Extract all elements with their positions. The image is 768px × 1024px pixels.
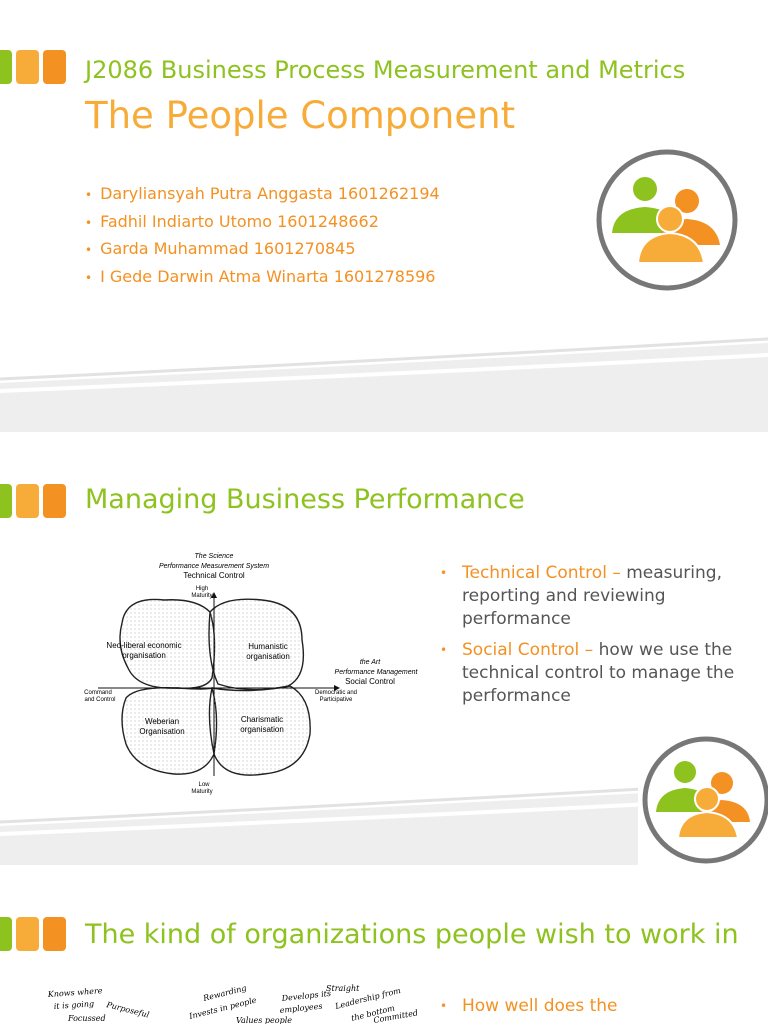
svg-text:Social Control: Social Control	[345, 677, 395, 686]
svg-text:Weberian: Weberian	[145, 717, 179, 726]
course-title: J2086 Business Process Measurement and M…	[85, 56, 686, 84]
svg-text:Straight: Straight	[326, 984, 360, 993]
slide-3-accent-squares	[0, 917, 66, 951]
svg-text:Neo-liberal economic: Neo-liberal economic	[106, 641, 181, 650]
svg-text:employees: employees	[279, 1002, 323, 1015]
slide-3: The kind of organizations people wish to…	[0, 897, 768, 1024]
svg-text:Participative: Participative	[320, 697, 353, 703]
orange-square	[43, 484, 66, 518]
svg-text:High: High	[196, 586, 208, 592]
green-square	[0, 50, 12, 84]
slide-gap	[0, 432, 768, 464]
diagram-pms-label: Performance Measurement System	[159, 563, 269, 570]
svg-text:Values people: Values people	[236, 1016, 292, 1024]
svg-text:and Control: and Control	[84, 697, 115, 703]
svg-text:Performance Management: Performance Management	[335, 669, 419, 676]
member-item: •Daryliansyah Putra Anggasta 1601262194	[85, 184, 440, 203]
svg-text:Purposeful: Purposeful	[105, 1000, 151, 1020]
svg-text:organisation: organisation	[246, 652, 290, 661]
bullet-technical-control: •Technical Control – measuring, reportin…	[440, 563, 722, 629]
svg-text:Democratic and: Democratic and	[315, 690, 357, 696]
orange-square	[43, 917, 66, 951]
light-orange-square	[16, 917, 39, 951]
svg-text:Maturity: Maturity	[191, 789, 212, 795]
svg-text:Organisation: Organisation	[139, 727, 184, 736]
slide-gap	[0, 865, 768, 897]
svg-text:Low: Low	[198, 782, 210, 788]
bullet-how-well: •How well does the	[440, 996, 618, 1016]
svg-text:it is going: it is going	[54, 999, 95, 1011]
svg-text:Focussed: Focussed	[67, 1014, 106, 1023]
svg-text:the Art: the Art	[360, 659, 381, 666]
slide-3-bullets: •How well does the	[438, 995, 758, 1024]
svg-text:organisation: organisation	[240, 725, 284, 734]
slide-2-accent-squares	[0, 484, 66, 518]
slide-2: Managing Business Performance The Scienc…	[0, 464, 768, 865]
control-bullets: •Technical Control – measuring, reportin…	[438, 562, 738, 716]
svg-text:Humanistic: Humanistic	[248, 642, 288, 651]
performance-quadrant-diagram: The Science Performance Measurement Syst…	[84, 553, 419, 795]
slide-title: The People Component	[85, 94, 516, 137]
svg-text:organisation: organisation	[122, 651, 166, 660]
slide-title: Managing Business Performance	[85, 484, 525, 515]
svg-text:Command: Command	[84, 690, 112, 696]
people-group-icon	[594, 147, 740, 297]
light-orange-square	[16, 484, 39, 518]
slide-1-footer-swoosh	[0, 337, 768, 432]
svg-text:Knows where: Knows where	[47, 986, 103, 999]
slide-title: The kind of organizations people wish to…	[85, 919, 739, 950]
people-group-icon	[638, 736, 768, 865]
handwritten-words-image: Knows where it is going Focussed Purpose…	[47, 984, 419, 1024]
bullet-social-control: •Social Control – how we use the technic…	[440, 640, 735, 706]
member-item: •Fadhil Indiarto Utomo 1601248662	[85, 211, 379, 231]
orange-square	[43, 50, 66, 84]
member-item: •Garda Muhammad 1601270845	[85, 239, 356, 258]
svg-text:Develops its: Develops its	[280, 989, 331, 1003]
green-square	[0, 917, 12, 951]
slide-1-accent-squares	[0, 50, 66, 84]
diagram-technical-control-label: Technical Control	[183, 571, 245, 580]
green-square	[0, 484, 12, 518]
slide-1: J2086 Business Process Measurement and M…	[0, 0, 768, 432]
member-item: •I Gede Darwin Atma Winarta 1601278596	[85, 266, 436, 286]
diagram-science-label: The Science	[195, 553, 234, 560]
svg-text:Charismatic: Charismatic	[241, 715, 283, 724]
svg-text:Maturity: Maturity	[191, 593, 212, 599]
member-list: •Daryliansyah Putra Anggasta 1601262194 …	[85, 181, 440, 291]
light-orange-square	[16, 50, 39, 84]
